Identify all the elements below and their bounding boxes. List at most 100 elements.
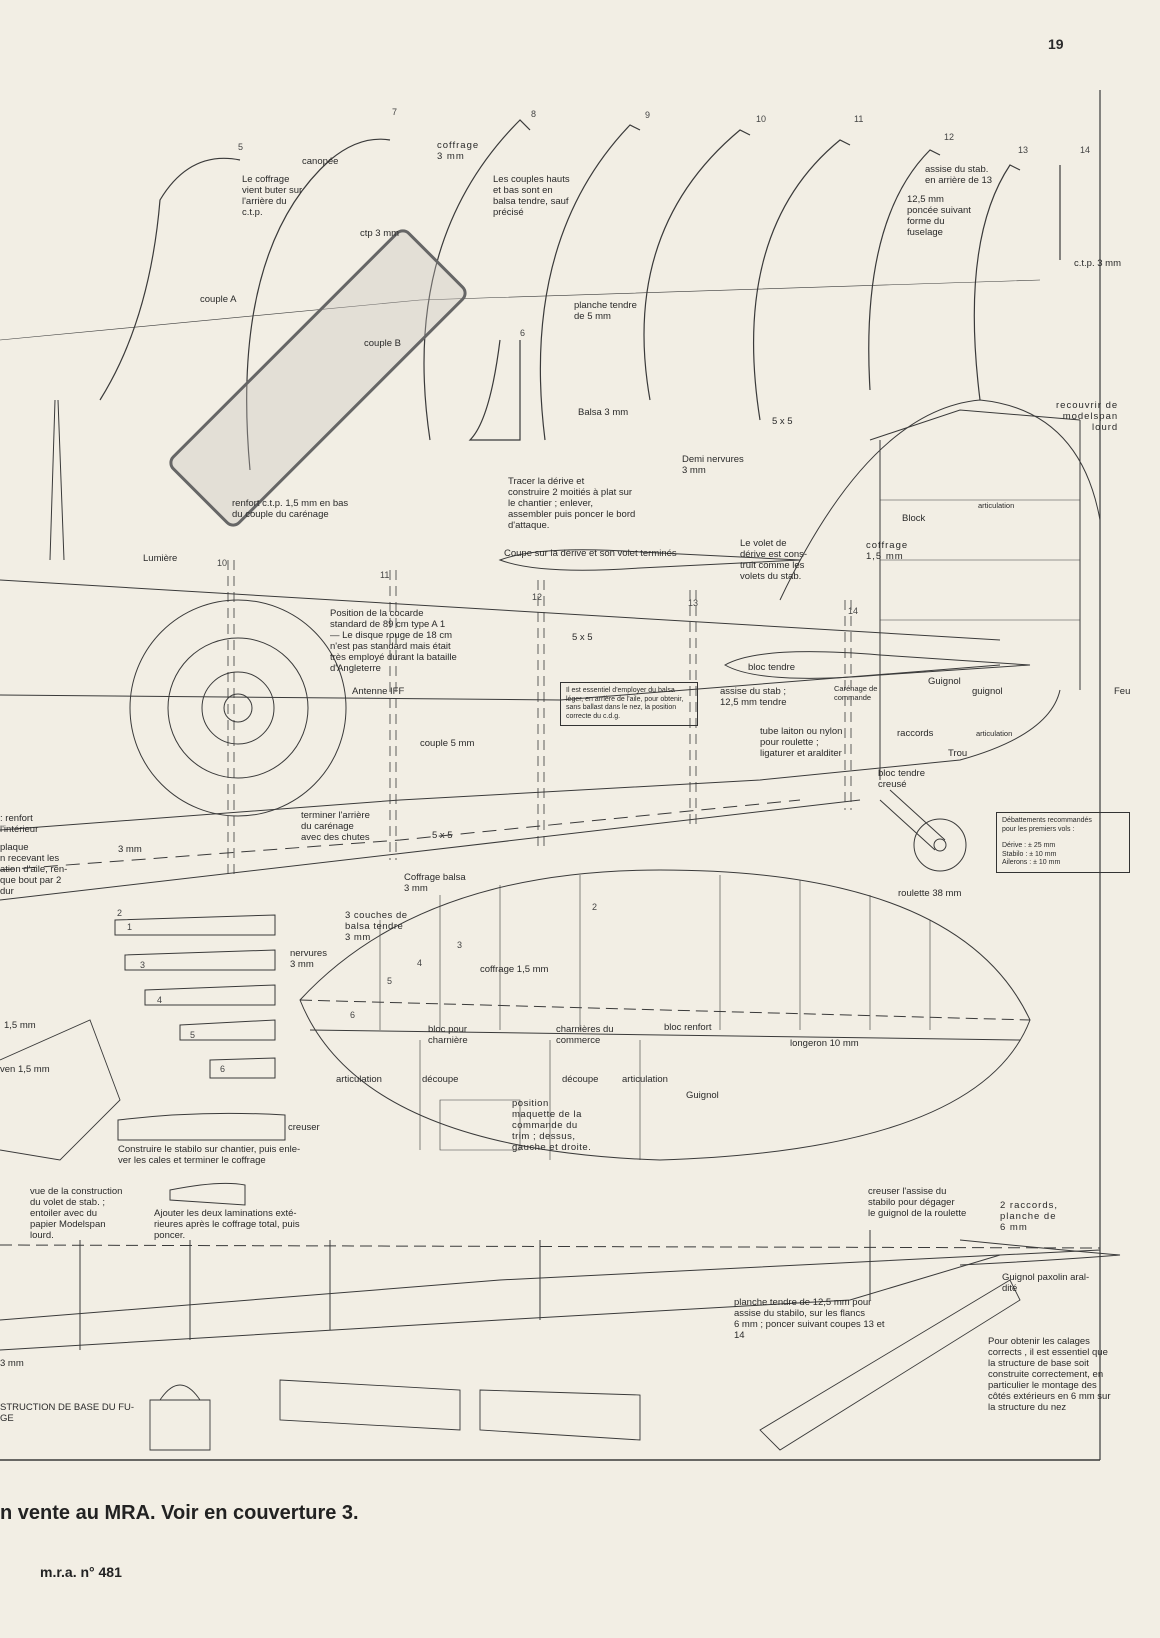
label-nervures: nervures 3 mm — [290, 948, 327, 970]
stabilizer-planform — [299, 869, 1031, 1161]
station-number: 10 — [217, 558, 228, 568]
label-coffrage-balsa: Coffrage balsa 3 mm — [404, 872, 466, 894]
page-number: 19 — [1048, 36, 1064, 52]
tail-wheel — [913, 818, 967, 872]
footer-sales-note: n vente au MRA. Voir en couverture 3. — [0, 1502, 359, 1524]
label-tube-laiton: tube laiton ou nylon pour roulette ; lig… — [760, 726, 843, 759]
label-assise-stab-13: assise du stab. en arrière de 13 — [925, 164, 993, 186]
label-coffrage-15-wing: coffrage 1,5 mm — [480, 964, 549, 975]
wing-rib-number: 2 — [592, 902, 598, 912]
debattements-title: Débattements recommandés pour les premie… — [1002, 817, 1092, 833]
label-1-5mm: 1,5 mm — [4, 1020, 36, 1031]
issue-number: m.r.a. n° 481 — [40, 1564, 122, 1580]
label-cocarde: Position de la cocarde standard de 89 cm… — [330, 608, 457, 674]
antenna-mast — [49, 399, 65, 561]
label-guignol-cap: Guignol — [928, 676, 961, 687]
label-balsa-3mm: Balsa 3 mm — [578, 407, 629, 418]
label-coffrage-15: coffrage 1,5 mm — [866, 540, 909, 562]
former-number: 12 — [944, 132, 955, 142]
stab-section — [723, 651, 1031, 679]
label-ctp-3mm-right: c.t.p. 3 mm — [1074, 258, 1121, 269]
label-guignol: guignol — [972, 686, 1003, 697]
note-box: Il est essentiel d'employer du balsa lég… — [560, 682, 698, 726]
label-assise-stab-tendre: assise du stab ; 12,5 mm tendre — [720, 686, 787, 708]
label-construire-stabilo: Construire le stabilo sur chantier, puis… — [118, 1144, 301, 1166]
label-creuser-assise: creuser l'assise du stabilo pour dégager… — [868, 1186, 967, 1219]
label-carenage-commande: Carénage de commande — [834, 684, 878, 702]
label-coffrage-3mm: coffrage 3 mm — [437, 140, 480, 162]
label-creuser: creuser — [288, 1122, 320, 1133]
label-bloc-creuse: bloc tendre creusé — [878, 768, 926, 790]
station-number: 14 — [848, 606, 859, 616]
label-longeron: longeron 10 mm — [790, 1038, 859, 1049]
label-3mm-bottom: 3 mm — [0, 1358, 24, 1369]
label-volet-derive: Le volet de dérive est cons- truit comme… — [740, 538, 808, 582]
label-decoupe-1: découpe — [422, 1074, 459, 1085]
rib-number: 1 — [127, 922, 133, 932]
wing-rib-number: 5 — [387, 976, 393, 986]
wing-rib-number: 3 — [457, 940, 463, 950]
label-articulation-fin: articulation — [978, 501, 1015, 510]
station-number: 12 — [532, 592, 543, 602]
label-couple-a: couple A — [200, 294, 237, 305]
debattements-box: Débattements recommandés pour les premie… — [996, 812, 1130, 873]
rib-number: 4 — [157, 995, 163, 1005]
label-ctp-3mm: ctp 3 mm — [360, 228, 400, 239]
fuselage-plan — [0, 1230, 1121, 1351]
label-articulation-2: articulation — [622, 1074, 668, 1085]
label-3mm-left: 3 mm — [118, 844, 142, 855]
label-guignol-paxolin: Guignol paxolin aral- dité — [1002, 1272, 1090, 1294]
rib-number: 6 — [220, 1064, 226, 1074]
former-number: 11 — [854, 114, 864, 124]
label-recouvrir: recouvrir de modelspan lourd — [1056, 400, 1119, 433]
label-guignol-wing: Guignol — [686, 1090, 719, 1101]
label-ven-15: ven 1,5 mm — [0, 1064, 50, 1075]
label-couple-5mm: couple 5 mm — [420, 738, 475, 749]
label-terminer-arriere: terminer l'arrière du carénage avec des … — [301, 810, 370, 843]
label-5x5-top: 5 x 5 — [772, 416, 793, 427]
debattements-derive: Dérive : ± 25 mm — [1002, 842, 1056, 849]
former-number: 7 — [392, 107, 398, 117]
structure-sketches — [0, 1019, 1021, 1451]
label-raccords: raccords — [897, 728, 934, 739]
stab-ribs — [114, 914, 286, 1206]
label-articulation-1: articulation — [336, 1074, 382, 1085]
label-coupe-derive: Coupe sur la dérive et son volet terminé… — [504, 548, 677, 559]
rib-number: 5 — [190, 1030, 196, 1040]
former-number: 6 — [520, 328, 526, 338]
label-le-coffrage: Le coffrage vient buter sur l'arrière du… — [242, 174, 303, 218]
former-number: 10 — [756, 114, 767, 124]
wing-rib-number: 4 — [417, 958, 423, 968]
station-number: 13 — [688, 598, 699, 608]
label-planche-5mm: planche tendre de 5 mm — [574, 300, 637, 322]
label-couples-hauts: Les couples hauts et bas sont en balsa t… — [493, 174, 570, 218]
label-bloc-renfort: bloc renfort — [664, 1022, 712, 1033]
label-bloc-tendre: bloc tendre — [748, 662, 796, 673]
fin-section — [498, 549, 801, 571]
label-ajouter-laminations: Ajouter les deux laminations exté- rieur… — [154, 1208, 300, 1241]
label-planche-125: planche tendre de 12,5 mm pour assise du… — [734, 1297, 885, 1341]
label-plaque-left: plaque n recevant les ation d'aile, ren-… — [0, 842, 68, 897]
label-charnieres: charnières du commerce — [556, 1024, 614, 1046]
label-feu: Feu — [1114, 686, 1131, 697]
rib-number: 2 — [117, 908, 123, 918]
label-structure-base: STRUCTION DE BASE DU FU- GE — [0, 1402, 135, 1424]
label-tracer-derive: Tracer la dérive et construire 2 moitiés… — [508, 476, 636, 531]
former-number: 9 — [645, 110, 651, 120]
label-position-trim: position maquette de la commande du trim… — [512, 1098, 592, 1153]
label-roulette: roulette 38 mm — [898, 888, 962, 899]
label-renfort-ctp: renfort c.t.p. 1,5 mm en bas du couple d… — [232, 498, 349, 520]
label-5x5-low: 5 x 5 — [432, 830, 453, 841]
label-deux-raccords: 2 raccords, planche de 6 mm — [1000, 1200, 1058, 1233]
debattements-ailerons: Ailerons : ± 10 mm — [1002, 859, 1061, 866]
label-5x5-mid: 5 x 5 — [572, 632, 593, 643]
formers — [99, 119, 1061, 471]
cocarde — [129, 599, 347, 817]
label-trou: Trou — [948, 748, 968, 759]
label-demi-nervures: Demi nervures 3 mm — [682, 454, 744, 476]
former-number: 8 — [531, 109, 537, 119]
label-canopee: canopée — [302, 156, 339, 167]
station-number: 11 — [380, 570, 390, 580]
label-pour-obtenir: Pour obtenir les calages corrects , il e… — [988, 1336, 1111, 1413]
